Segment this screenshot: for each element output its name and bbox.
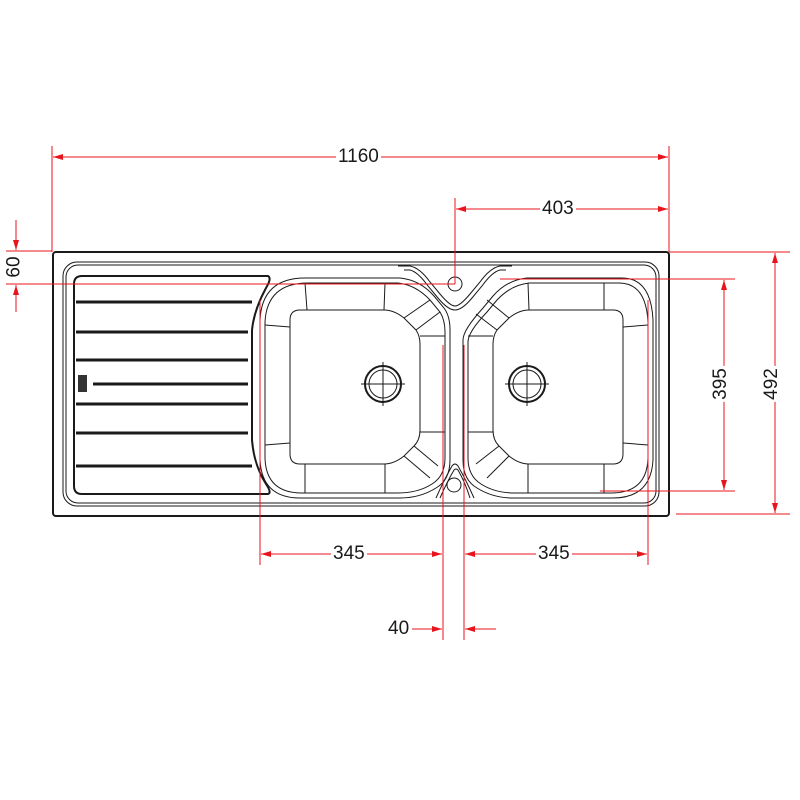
sink-outline [52,251,670,517]
dim-right-bowl-width: 345 [536,543,572,564]
bowl-divider [398,265,512,499]
dim-edge-to-bowl: 60 [3,254,25,280]
dim-divider-gap: 40 [386,618,412,639]
brand-plate-icon [78,375,87,392]
dim-bowl-depth: 395 [709,366,731,402]
dim-overall-width: 1160 [336,146,381,167]
drainer-ribs [76,300,252,468]
dim-left-bowl-width: 345 [331,543,367,564]
drainer [73,275,271,495]
left-waste-icon [361,362,405,406]
right-waste-icon [505,362,549,406]
overflow-hole-icon [446,477,462,493]
left-bowl [259,277,451,499]
right-bowl [462,277,654,499]
dim-overall-depth: 492 [760,366,782,402]
dim-tap-hole-offset: 403 [540,198,576,219]
dimension-lines [6,146,790,640]
